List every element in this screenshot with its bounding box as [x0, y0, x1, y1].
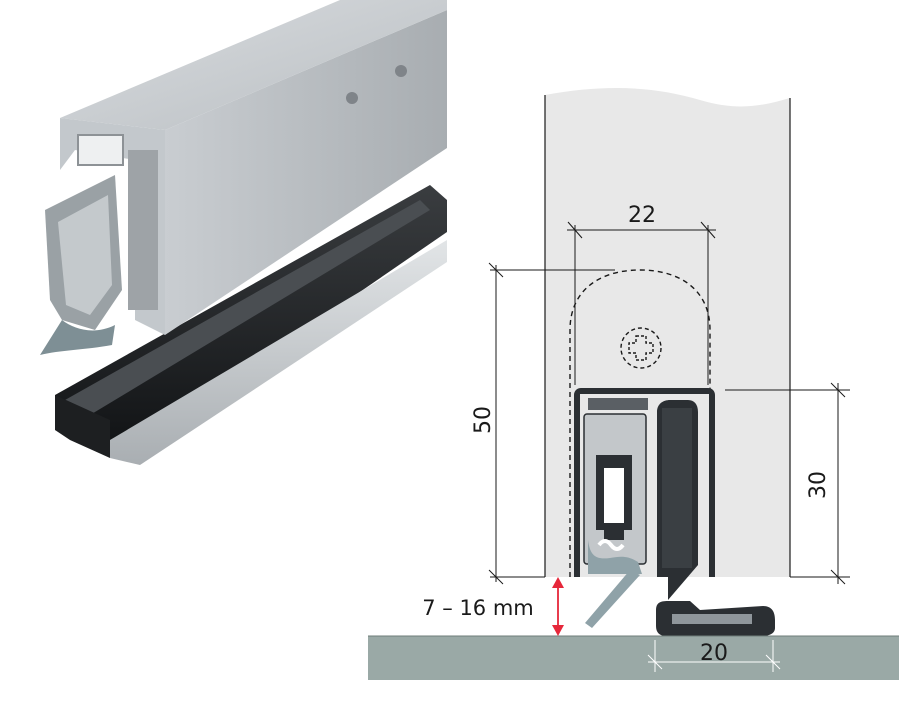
- mounting-hole-1: [346, 92, 358, 104]
- dim-width-bottom: [647, 640, 781, 672]
- housing-end-slot: [77, 134, 124, 166]
- screw-icon: [620, 327, 662, 369]
- base-rail-channel: [65, 200, 430, 415]
- seal-carrier-inner: [58, 195, 112, 315]
- dim-width-bottom-label: 20: [700, 641, 728, 666]
- floor: [368, 636, 899, 680]
- seal-lip-section: [585, 570, 640, 628]
- housing-front-face: [165, 10, 447, 335]
- mounting-hole-2: [395, 65, 407, 77]
- base-rail-aluminium: [110, 240, 447, 465]
- profile-housing: [574, 388, 715, 577]
- product-photo: [40, 0, 447, 465]
- base-rail-end: [55, 395, 110, 458]
- dim-width-top-label: 22: [628, 203, 656, 228]
- dim-height-total: [488, 262, 615, 585]
- dim-width-top: [567, 221, 716, 385]
- dim-height-profile: [725, 382, 850, 585]
- dim-height-total-label: 50: [471, 406, 496, 434]
- dim-gap-label: 7 – 16 mm: [422, 596, 534, 620]
- dim-height-profile-label: 30: [806, 471, 831, 499]
- lever-arm: [657, 400, 698, 600]
- housing-end-chamber: [128, 150, 158, 310]
- technical-drawing: 22 50 30 7 – 16 mm: [368, 88, 899, 680]
- seal-lip: [40, 320, 115, 355]
- housing-top-face: [60, 0, 447, 130]
- dim-gap-arrow: [552, 577, 564, 636]
